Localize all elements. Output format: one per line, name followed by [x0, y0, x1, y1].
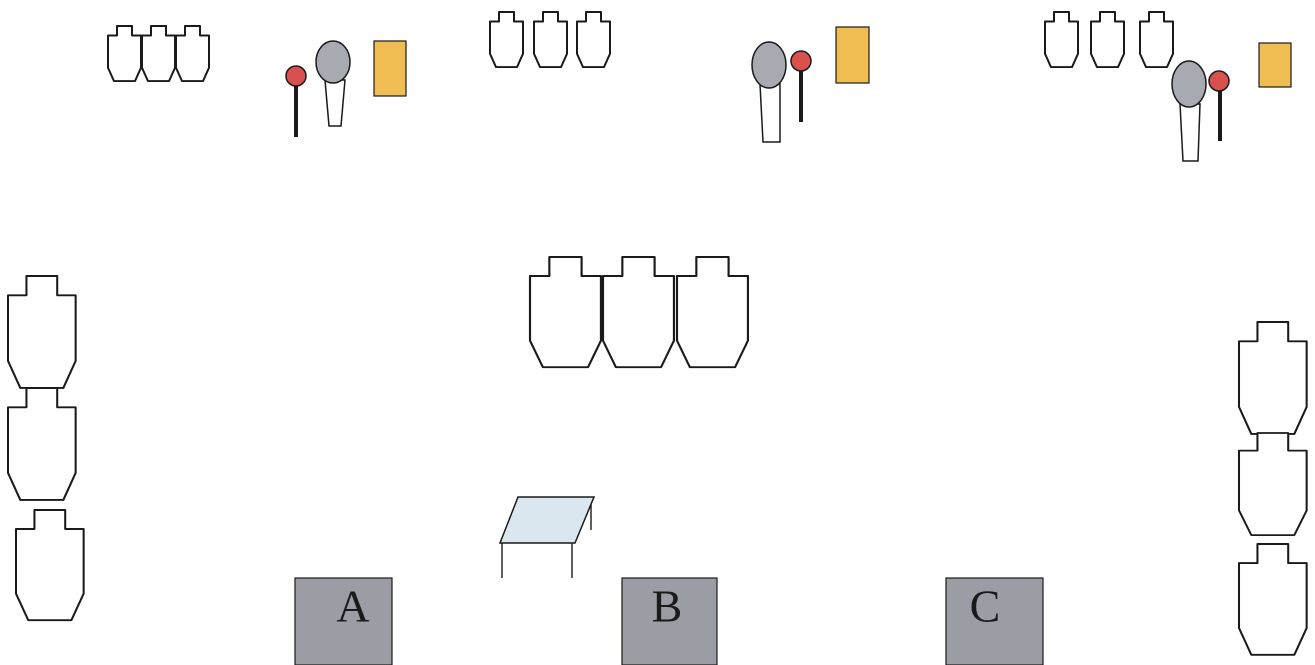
activator-plate — [835, 26, 870, 84]
far-targets-left — [107, 25, 210, 83]
steel-array-left — [285, 40, 407, 137]
shooting-box-label: A — [336, 581, 369, 632]
paper-target — [14, 508, 85, 622]
popper-body — [759, 83, 781, 143]
paper-target — [601, 255, 676, 369]
steel-array-right — [1171, 42, 1292, 162]
far-targets-center — [489, 11, 611, 69]
shooting-box — [621, 577, 718, 665]
paper-target — [675, 255, 750, 369]
paper-target — [1139, 11, 1174, 69]
paper-target — [489, 11, 524, 69]
table-top — [498, 496, 596, 544]
steel-array-center — [751, 26, 870, 143]
popper-body — [324, 79, 346, 127]
steel-plate-icon — [1208, 70, 1230, 92]
shooting-box-label: C — [970, 581, 1001, 632]
shooting-box-b: B — [621, 577, 718, 665]
steel-plate-icon — [285, 65, 307, 87]
shooting-box-c: C — [945, 577, 1044, 665]
far-targets-right — [1044, 11, 1174, 69]
paper-target — [6, 274, 77, 389]
shooting-box — [294, 577, 393, 665]
popper-head-icon — [315, 40, 351, 84]
activator-plate — [1258, 42, 1292, 88]
popper-body — [1179, 103, 1201, 162]
table — [498, 496, 596, 578]
paper-target — [175, 25, 210, 83]
activator-plate — [373, 40, 407, 97]
popper-head-icon — [1171, 60, 1207, 108]
paper-target — [6, 386, 77, 501]
shooting-box — [945, 577, 1044, 665]
paper-target — [107, 25, 142, 83]
paper-target — [1237, 431, 1308, 537]
shooting-box-a: A — [294, 577, 393, 665]
paper-target — [528, 255, 603, 369]
paper-target — [576, 11, 611, 69]
side-targets-right — [1237, 320, 1308, 656]
popper-head-icon — [751, 41, 787, 89]
steel-plate-icon — [790, 50, 812, 72]
near-targets-center — [528, 255, 750, 369]
paper-target — [1044, 11, 1079, 69]
side-targets-left — [6, 274, 85, 622]
paper-target — [1237, 320, 1308, 435]
paper-target — [141, 25, 176, 83]
paper-target — [1090, 11, 1125, 69]
shooting-box-label: B — [652, 581, 683, 632]
paper-target — [1237, 542, 1308, 656]
paper-target — [533, 11, 568, 69]
